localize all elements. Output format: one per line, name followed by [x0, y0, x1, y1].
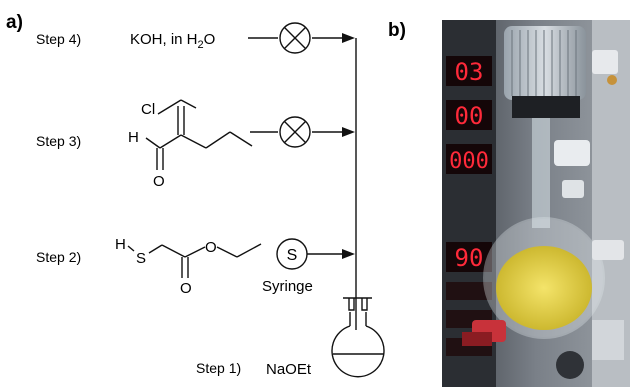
- step-3-valve-icon: [279, 116, 311, 148]
- step-1-reagent: NaOEt: [266, 361, 312, 378]
- flow-reactor-photo: 03 00 000 90: [442, 20, 630, 387]
- flow-reactor-illustration: 03 00 000 90: [442, 20, 630, 387]
- step-2-label: Step 2): [36, 249, 81, 265]
- step-2-ester-o-atom: O: [205, 239, 217, 256]
- step-3-label: Step 3): [36, 133, 81, 149]
- step-3-arrow-icon: [342, 127, 355, 137]
- step-3-o-atom: O: [153, 173, 165, 190]
- display-1: 03: [455, 58, 484, 86]
- display-4: 90: [455, 244, 484, 272]
- step-2-s-atom: S: [136, 250, 146, 267]
- panel-a-label: a): [6, 12, 23, 33]
- step-1-label: Step 1): [196, 360, 241, 376]
- step-2-arrow-icon: [342, 249, 355, 259]
- step-3-h-atom: H: [128, 129, 139, 146]
- step-3-structure: [145, 99, 253, 170]
- display-3: 000: [449, 149, 489, 174]
- step-2-syringe-icon: S: [276, 238, 308, 270]
- round-bottom-flask-icon: [331, 297, 385, 378]
- step-4-arrow-icon: [342, 33, 355, 43]
- step-4-valve-icon: [279, 22, 311, 54]
- display-2: 00: [455, 102, 484, 130]
- panel-b-label: b): [388, 20, 406, 41]
- step-2-h-atom: H: [115, 236, 126, 253]
- syringe-symbol: S: [287, 247, 298, 264]
- step-4-reagent: KOH, in H2O: [130, 31, 215, 51]
- step-4-label: Step 4): [36, 31, 81, 47]
- syringe-label: Syringe: [262, 278, 313, 295]
- step-2-carbonyl-o-atom: O: [180, 280, 192, 297]
- step-3-cl-atom: Cl: [141, 101, 155, 118]
- step-2-structure: [127, 243, 262, 278]
- reaction-scheme: a) Step 4) KOH, in H2O Step 3) Cl H O: [6, 12, 406, 378]
